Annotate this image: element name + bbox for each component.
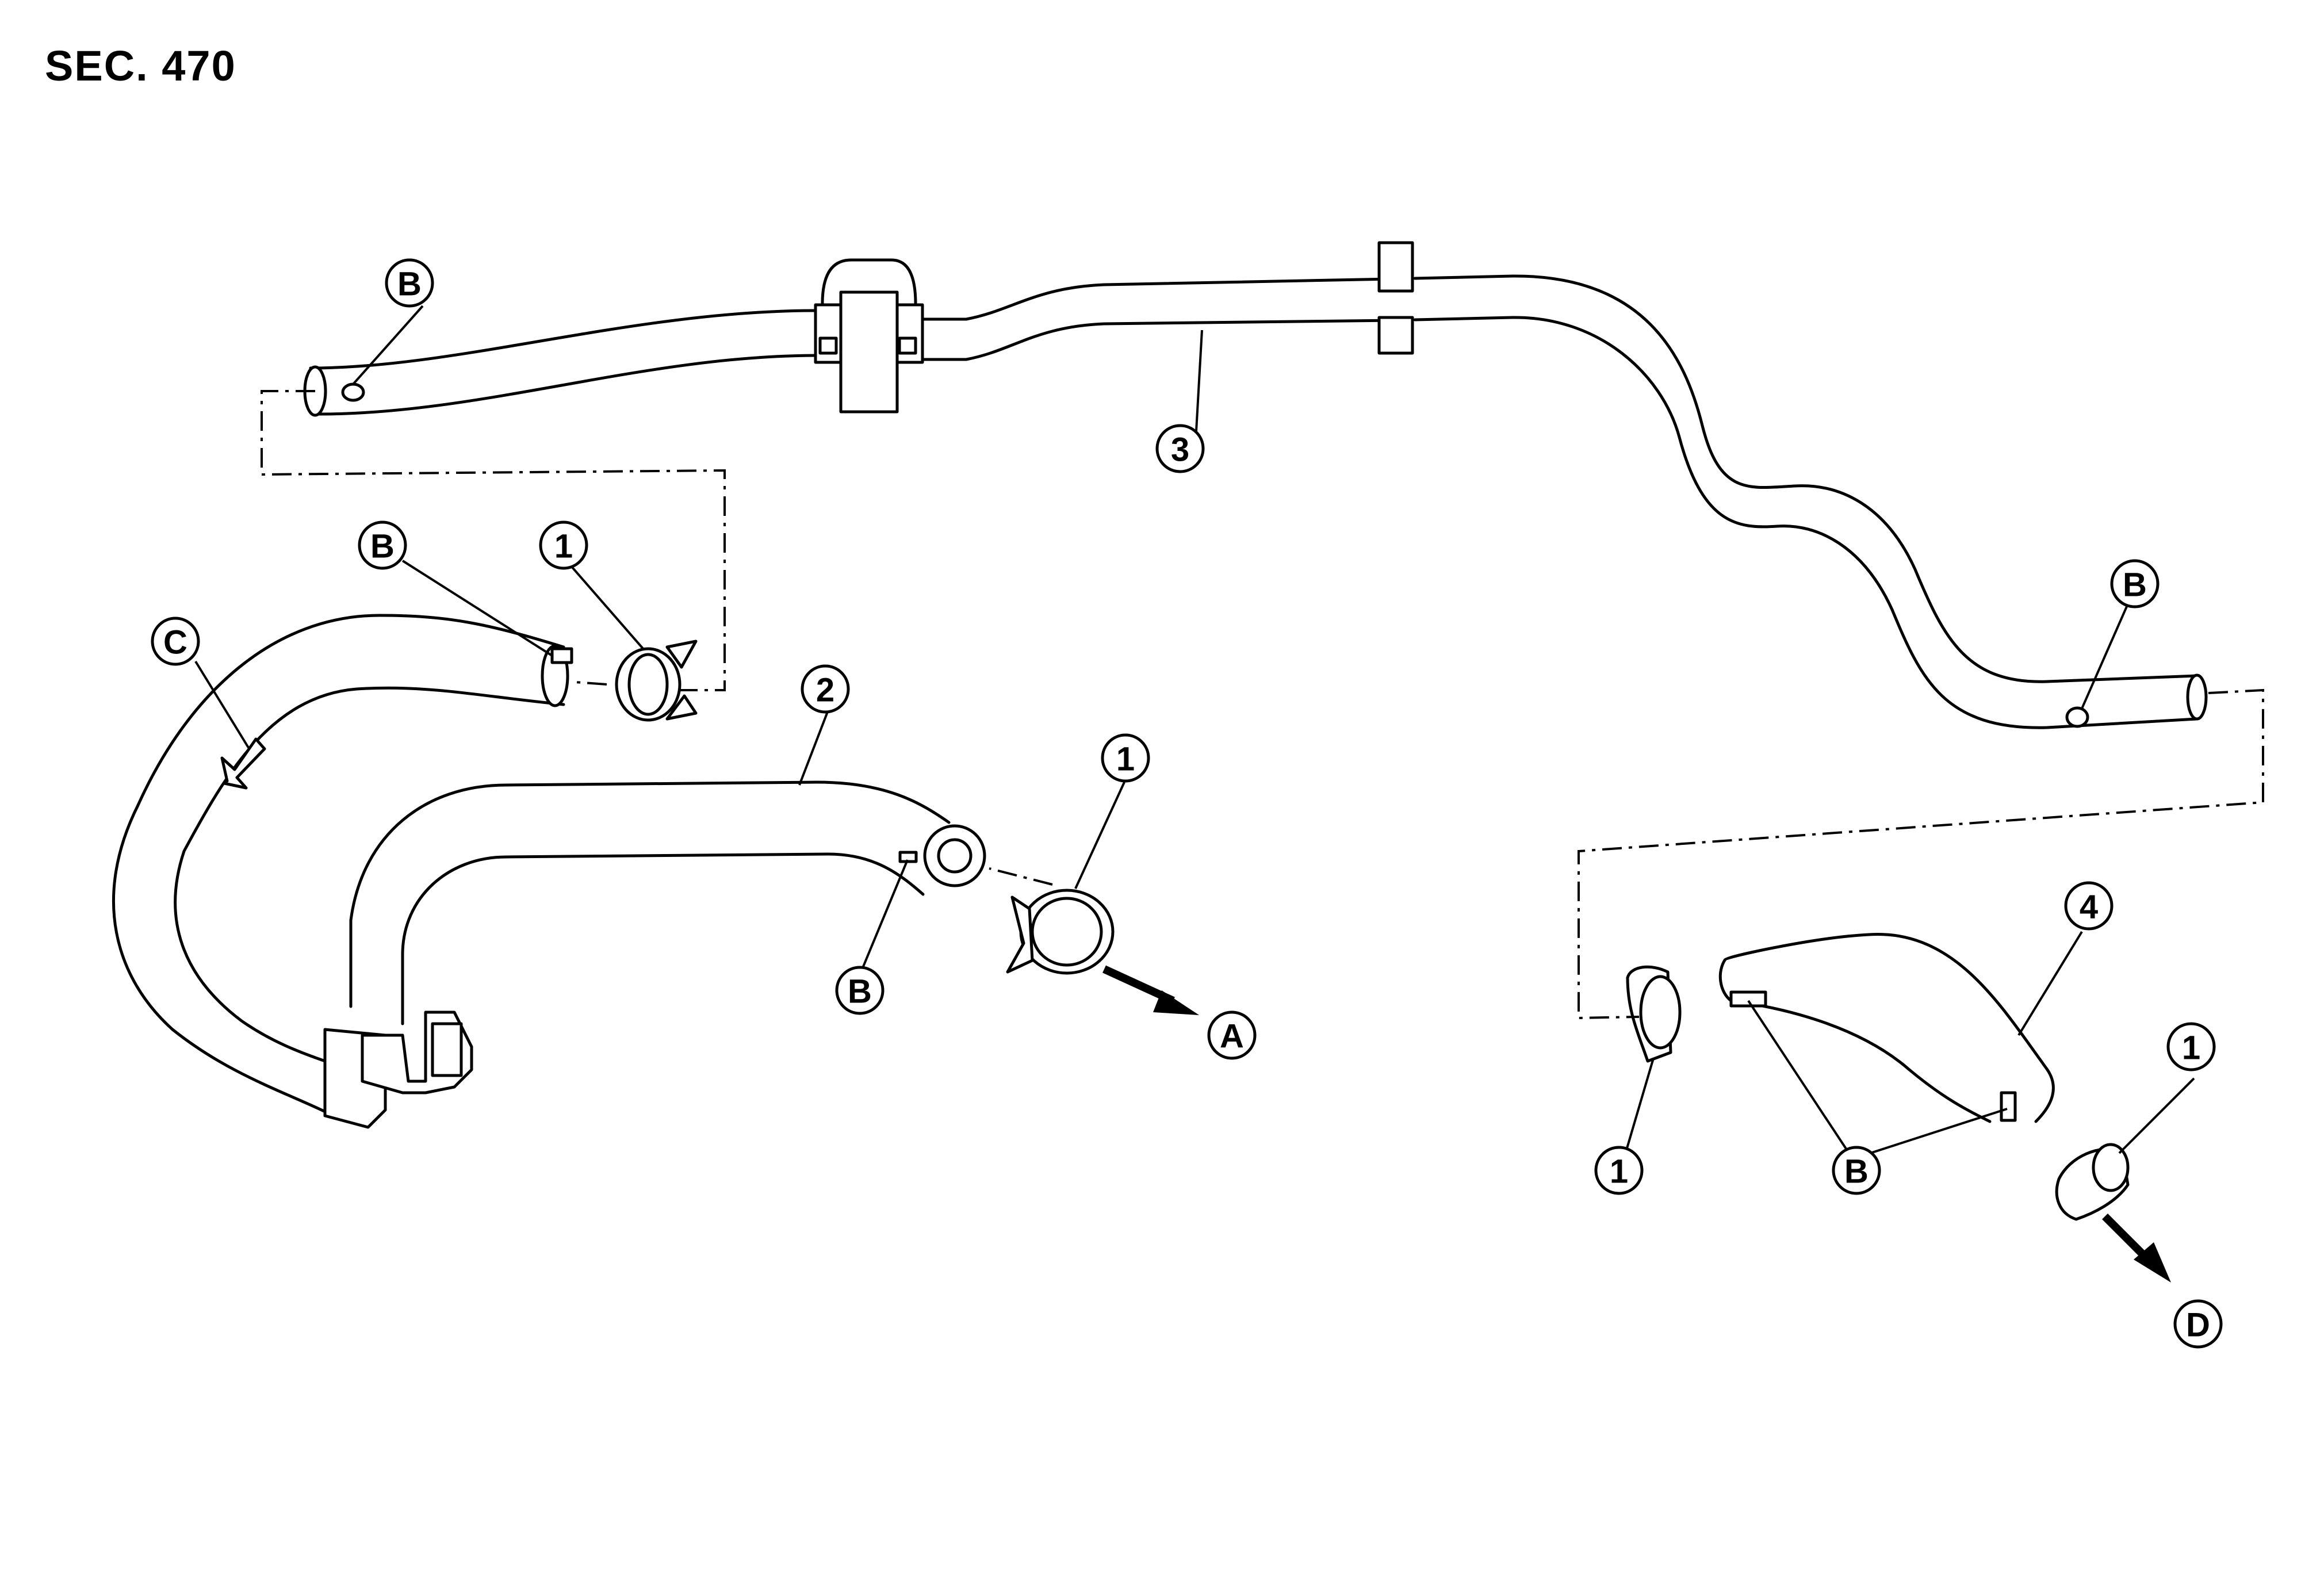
callout-label-1: 1 [2182,1029,2200,1067]
clamp-1-right-lower [1626,965,1682,1063]
dashed-link-2-clamp [989,867,1053,886]
callout-1-right-end: 1 [2166,1022,2216,1071]
callout-label-B: B [397,266,422,303]
clamp-1-right-end [2055,1143,2130,1221]
dashed-link-3-to-2 [261,390,726,691]
hose-3 [303,274,2208,729]
callout-label-A: A [1220,1018,1244,1055]
callout-label-D: D [2186,1307,2210,1344]
section-number: SEC. 470 [45,42,236,90]
dashed-link-clamp-upper [575,681,607,686]
hose-4 [1718,933,2055,1123]
callout-D: D [2173,1299,2223,1349]
callout-B-middle-left: B [358,520,407,570]
callout-1-right-lower: 1 [1594,1146,1644,1195]
callout-1-upper-left: 1 [539,520,588,570]
callout-label-B: B [2123,567,2147,604]
callout-2: 2 [801,664,850,714]
callout-label-C: C [163,624,187,661]
bracket-clip-small [1377,241,1414,355]
leader-lines [194,305,2195,1157]
callout-label-2: 2 [816,672,834,709]
clamp-1-upper-left [615,640,698,722]
callout-label-4: 4 [2080,889,2098,926]
arrow-to-D [2102,1214,2171,1283]
callout-label-B: B [370,528,395,565]
dashed-link-3-to-4 [1578,688,2264,1020]
callout-4: 4 [2064,881,2114,931]
callout-B-lower-middle: B [835,966,885,1015]
bracket-clip-large [814,258,924,414]
callout-A: A [1207,1010,1257,1060]
callout-B-right: B [2110,559,2160,608]
callout-B-upper-left: B [385,258,434,308]
callout-label-B: B [848,973,872,1010]
arrow-to-A [1102,965,1199,1015]
callout-1-middle: 1 [1101,733,1150,783]
callout-label-1: 1 [1610,1153,1628,1191]
callout-3: 3 [1155,424,1205,473]
clamp-1-middle [1006,889,1115,975]
callout-B-right-lower: B [1832,1146,1881,1195]
callout-label-1: 1 [554,528,573,565]
callout-label-B: B [1844,1153,1869,1191]
callout-C: C [151,617,200,666]
callout-label-1: 1 [1116,741,1135,778]
callout-label-3: 3 [1171,431,1189,469]
hose-2 [112,614,986,1129]
